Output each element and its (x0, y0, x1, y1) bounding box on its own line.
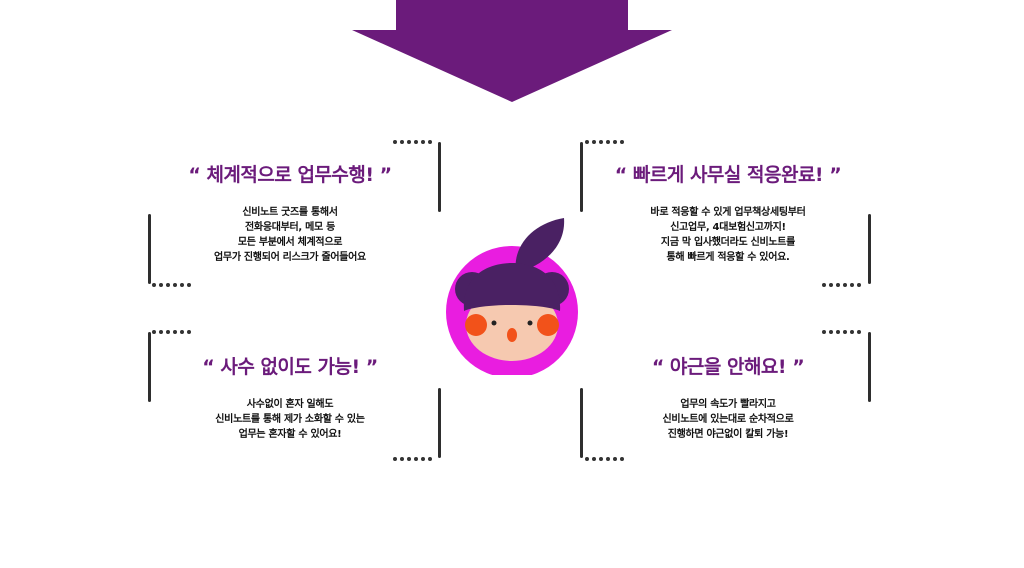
card-line: 신비노트를 통해 제가 소화할 수 있는 (215, 414, 365, 425)
bracket-dots (822, 283, 864, 289)
card-description: 사수없이 혼자 일해도 신비노트를 통해 제가 소화할 수 있는 업무는 혼자할… (145, 397, 435, 442)
card-systematic: “ 체계적으로 업무수행! ” 신비노트 굿즈를 통해서 전화응대부터, 메모 … (145, 160, 435, 265)
bracket-line (580, 142, 583, 212)
card-line: 바로 적응할 수 있게 업무책상세팅부터 (650, 207, 806, 218)
bracket-dots (585, 140, 627, 146)
card-line: 신비노트에 있는대로 순차적으로 (662, 414, 794, 425)
bracket-dots (585, 457, 627, 463)
bracket-line (868, 332, 871, 402)
bracket-dots (393, 457, 435, 463)
card-description: 업무의 속도가 빨라지고 신비노트에 있는대로 순차적으로 진행하면 야근없이 … (583, 397, 873, 442)
mascot-face-icon (446, 218, 578, 375)
card-title: “ 체계적으로 업무수행! ” (188, 164, 392, 186)
card-fast-adapt: “ 빠르게 사무실 적응완료! ” 바로 적응할 수 있게 업무책상세팅부터 신… (583, 160, 873, 265)
card-line: 업무는 혼자할 수 있어요! (238, 429, 342, 440)
bracket-line (148, 214, 151, 284)
card-description: 바로 적응할 수 있게 업무책상세팅부터 신고업무, 4대보험신고까지! 지금 … (583, 205, 873, 265)
bracket-dots (393, 140, 435, 146)
bracket-dots (152, 330, 194, 336)
card-line: 통해 빠르게 적응할 수 있어요. (666, 252, 790, 263)
card-line: 사수없이 혼자 일해도 (246, 399, 334, 410)
card-title: “ 사수 없이도 가능! ” (202, 356, 378, 378)
card-line: 모든 부분에서 체계적으로 (237, 237, 343, 248)
bracket-line (580, 388, 583, 458)
card-description: 신비노트 굿즈를 통해서 전화응대부터, 메모 등 모든 부분에서 체계적으로 … (145, 205, 435, 265)
down-arrow-icon (352, 0, 672, 102)
bracket-line (438, 388, 441, 458)
card-line: 전화응대부터, 메모 등 (245, 222, 335, 233)
card-line: 업무가 진행되어 리스크가 줄어들어요 (214, 252, 366, 263)
card-no-overtime: “ 야근을 안해요! ” 업무의 속도가 빨라지고 신비노트에 있는대로 순차적… (583, 352, 873, 442)
card-title: “ 빠르게 사무실 적응완료! ” (614, 164, 842, 186)
card-line: 신비노트 굿즈를 통해서 (242, 207, 338, 218)
card-line: 신고업무, 4대보험신고까지! (670, 222, 786, 233)
bracket-line (148, 332, 151, 402)
card-line: 업무의 속도가 빨라지고 (680, 399, 776, 410)
card-line: 지금 막 입사했더라도 신비노트를 (660, 237, 796, 248)
bracket-line (868, 214, 871, 284)
bracket-line (438, 142, 441, 212)
bracket-dots (152, 283, 194, 289)
card-title: “ 야근을 안해요! ” (651, 356, 805, 378)
bracket-dots (822, 330, 864, 336)
card-line: 진행하면 야근없이 칼퇴 가능! (667, 429, 789, 440)
card-no-mentor: “ 사수 없이도 가능! ” 사수없이 혼자 일해도 신비노트를 통해 제가 소… (145, 352, 435, 442)
